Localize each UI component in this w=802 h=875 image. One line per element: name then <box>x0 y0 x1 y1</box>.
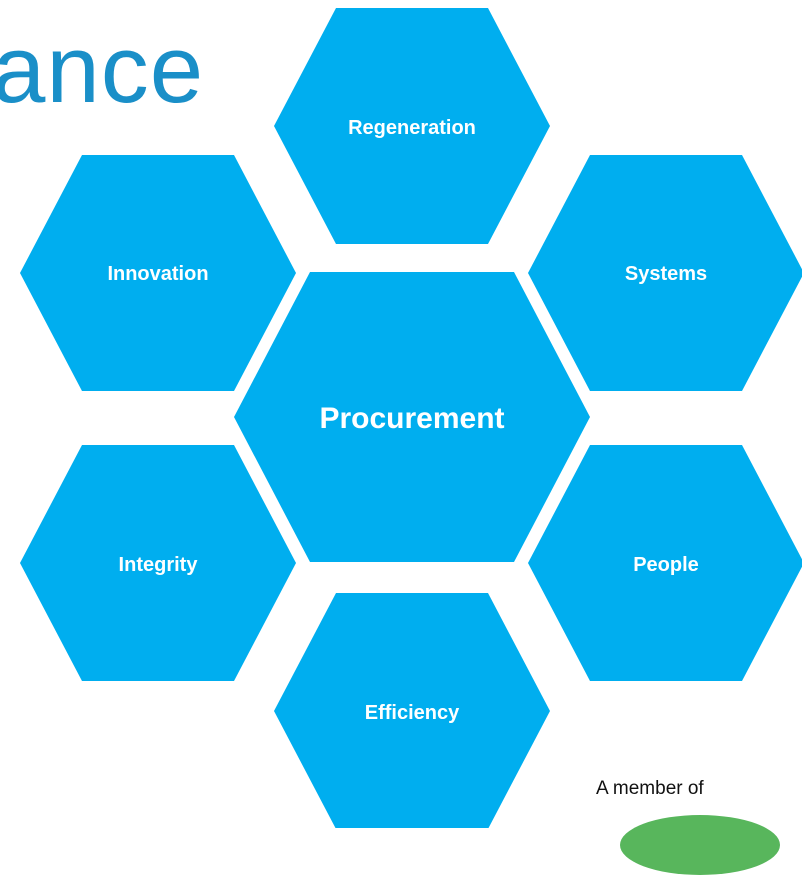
hexagon-procurement-shape <box>234 272 590 562</box>
hexagon-integrity-shape <box>20 445 296 681</box>
hexagon-diagram: Regeneration Innovation Systems Procurem… <box>20 8 802 828</box>
hexagon-systems-label: Systems <box>625 263 707 285</box>
member-of-label: A member of <box>596 778 704 799</box>
hexagon-regeneration: Regeneration <box>274 8 550 244</box>
hexagon-systems-shape <box>528 155 802 391</box>
hexagon-people-label: People <box>633 554 699 576</box>
hexagon-regeneration-label: Regeneration <box>348 117 476 139</box>
hexagon-efficiency: Efficiency <box>274 593 550 828</box>
hexagon-people: People <box>528 445 802 681</box>
hexagon-innovation-shape <box>20 155 296 391</box>
hexagon-efficiency-shape <box>274 593 550 828</box>
page-title: ance <box>0 16 205 123</box>
hexagon-efficiency-label: Efficiency <box>365 702 460 724</box>
hexagon-regeneration-shape <box>274 8 550 244</box>
hexagon-innovation: Innovation <box>20 155 296 391</box>
hexagon-integrity-label: Integrity <box>119 554 199 576</box>
hexagon-innovation-label: Innovation <box>107 263 208 285</box>
member-logo <box>620 815 780 875</box>
hexagon-procurement-label: Procurement <box>319 402 504 435</box>
hexagon-people-shape <box>528 445 802 681</box>
hexagon-integrity: Integrity <box>20 445 296 681</box>
hexagon-systems: Systems <box>528 155 802 391</box>
hexagon-procurement: Procurement <box>234 272 590 562</box>
